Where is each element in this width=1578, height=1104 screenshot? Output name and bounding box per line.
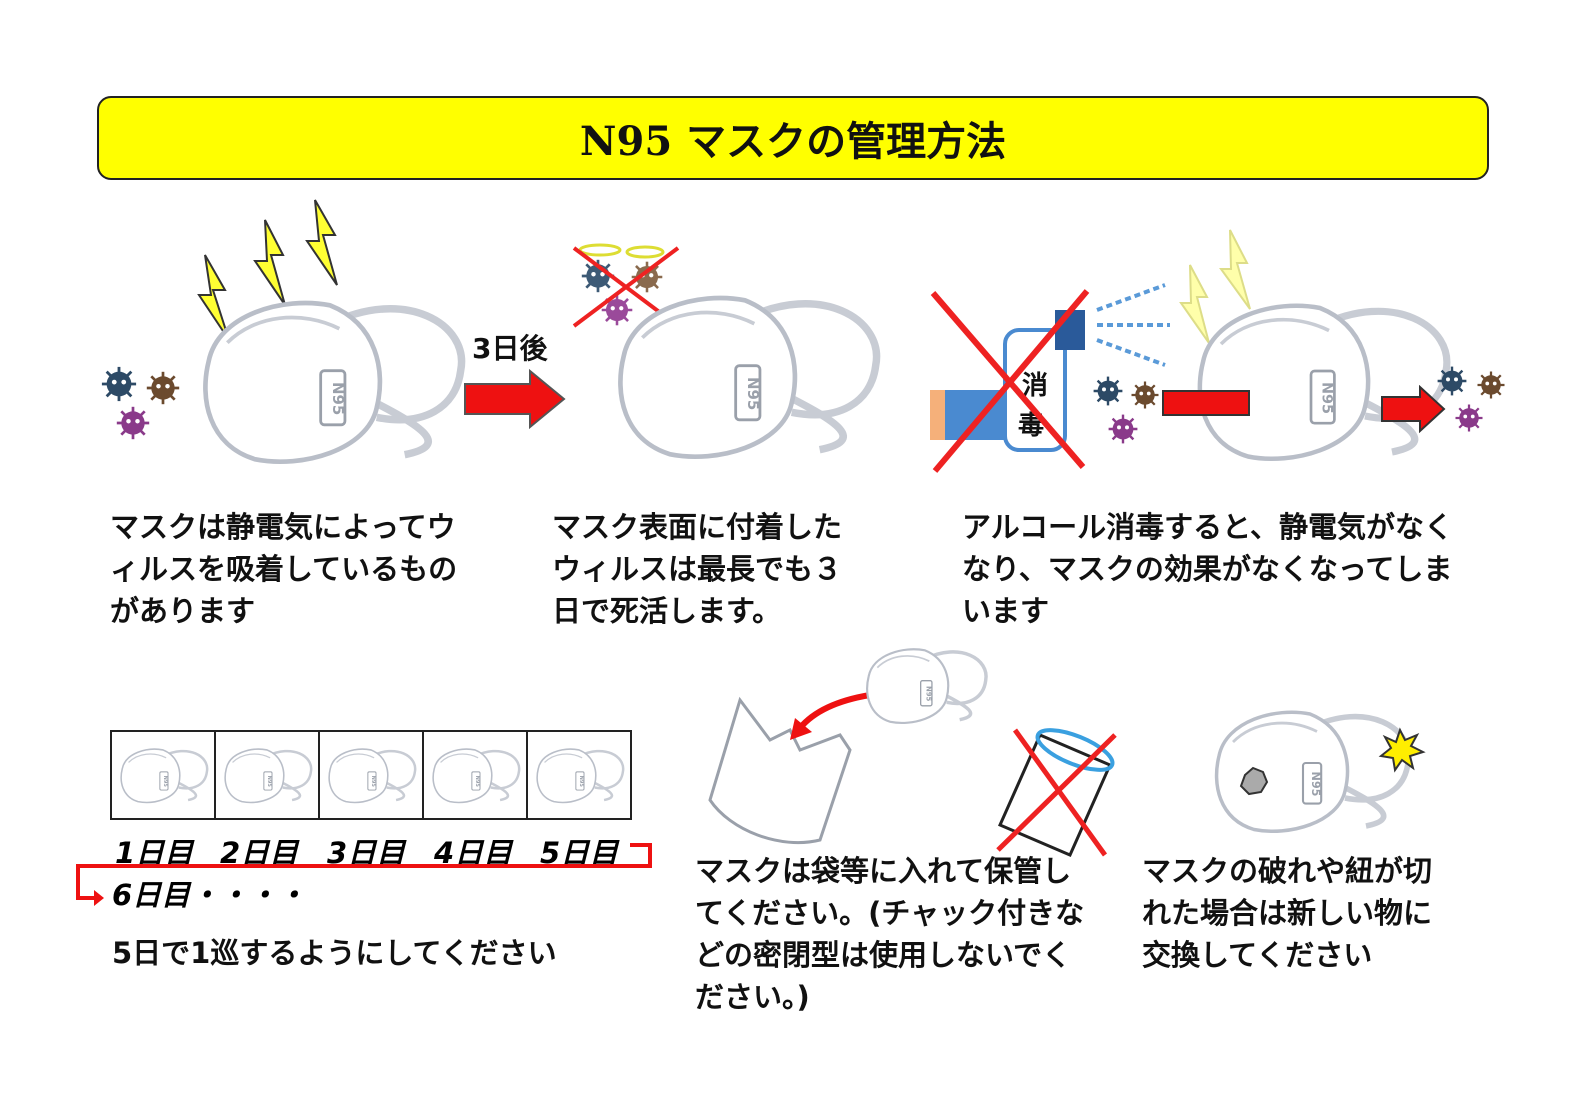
storage-text: マスクは袋等に入れて保管し てください。(チャック付きな どの密閉型は使用しない…: [695, 850, 1084, 1018]
text-line: 日で死活します。: [552, 594, 782, 628]
text-line: ウィルスは最長でも３: [552, 552, 843, 586]
disinfectant-spray-image: [930, 310, 1085, 452]
section2-text: マスク表面に付着した ウィルスは最長でも３ 日で死活します。: [552, 506, 842, 632]
text-line: てください。(チャック付きな: [695, 896, 1085, 930]
section3-text: アルコール消毒すると、静電気がなく なり、マスクの効果がなくなってしま います: [962, 506, 1453, 632]
text-line: アルコール消毒すると、静電気がなく: [962, 510, 1453, 544]
text-line: ィルスを吸着しているもの: [110, 552, 458, 586]
germs-icon: [1092, 375, 1160, 445]
text-line: どの密閉型は使用しないでく: [695, 938, 1072, 972]
rotation-note: 5日で1巡するようにしてください: [112, 936, 557, 970]
damaged-mask-image: [1205, 690, 1426, 850]
replace-text: マスクの破れや紐が切 れた場合は新しい物に 交換してください: [1142, 850, 1432, 976]
text-line: 交換してください: [1142, 938, 1373, 972]
n95-mask-image: [190, 285, 470, 475]
day-box: [216, 732, 320, 818]
text-line: マスクは袋等に入れて保管し: [695, 854, 1072, 888]
red-bar-icon: [1162, 390, 1250, 416]
text-line: マスク表面に付着した: [552, 510, 843, 544]
arrow-label: 3日後: [472, 332, 548, 365]
storage-bag-image: [708, 647, 1117, 857]
n95-mask-image: [1185, 290, 1455, 470]
day-label-next: 6日目・・・・: [112, 878, 307, 912]
day-box: [424, 732, 528, 818]
spray-mist-icon: [1096, 283, 1170, 367]
text-line: れた場合は新しい物に: [1142, 896, 1433, 930]
loop-arrow-icon: [76, 843, 652, 906]
text-line: マスクは静電気によってウ: [110, 510, 456, 544]
section1-text: マスクは静電気によってウ ィルスを吸着しているもの があります: [110, 506, 457, 632]
mask-rotation-grid: [110, 730, 632, 820]
text-line: なり、マスクの効果がなくなってしま: [962, 552, 1453, 586]
text-line: います: [962, 594, 1050, 628]
title-banner: N95 マスクの管理方法: [97, 96, 1489, 180]
text-line: ださい。): [695, 980, 810, 1014]
germs-icon: [1436, 365, 1506, 433]
germs-icon: [100, 365, 181, 441]
text-line: マスクの破れや紐が切: [1142, 854, 1433, 888]
right-arrow-icon: [1381, 385, 1446, 433]
n95-mask-image: [605, 280, 885, 470]
bottle-label: 消: [1022, 371, 1049, 401]
day-box: [112, 732, 216, 818]
right-arrow-icon: [464, 368, 566, 430]
cross-mark-icon: [930, 289, 1090, 473]
page-title: N95 マスクの管理方法: [579, 118, 1007, 165]
text-line: があります: [110, 594, 256, 628]
day-box: [320, 732, 424, 818]
day-box: [528, 732, 630, 818]
